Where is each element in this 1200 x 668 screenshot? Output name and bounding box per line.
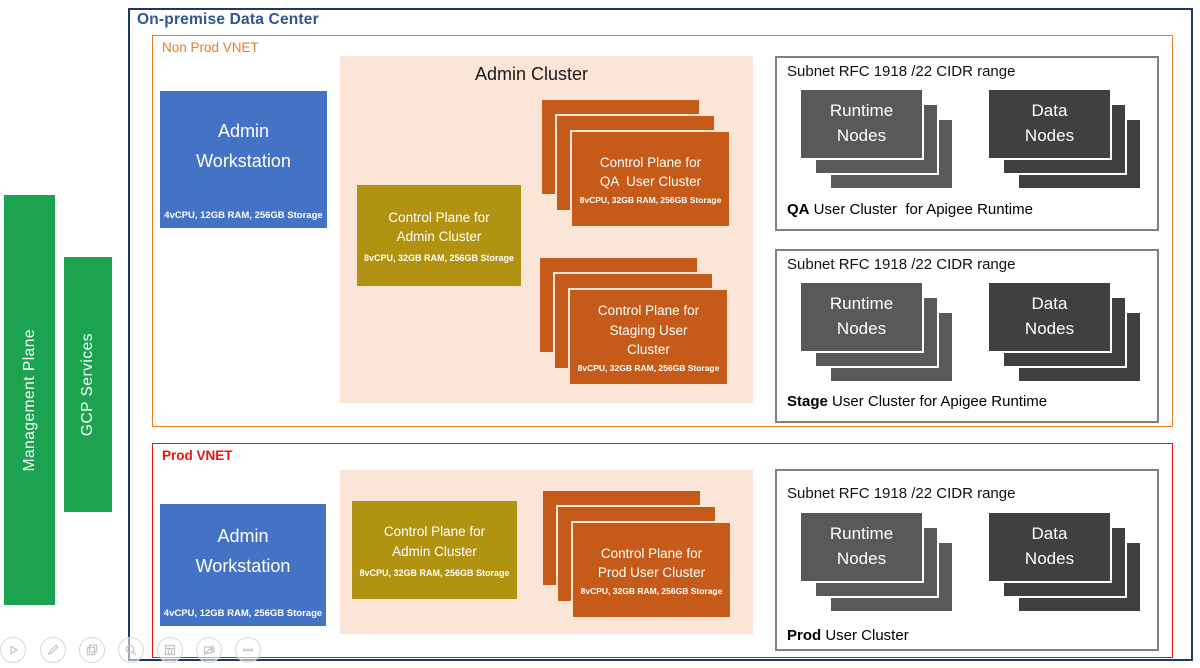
- cp-title-line1: Control Plane for: [599, 154, 702, 170]
- play-icon[interactable]: [0, 637, 26, 663]
- cp-staging-user-cluster-front: Control Plane for Staging User Cluster 8…: [568, 288, 729, 386]
- video-off-icon[interactable]: [196, 637, 222, 663]
- pencil-icon[interactable]: [40, 637, 66, 663]
- non-prod-vnet-box: Non Prod VNET Admin Workstation 4vCPU, 1…: [152, 35, 1173, 427]
- data-nodes-stack: Data Nodes: [987, 281, 1143, 385]
- runtime-nodes-label: Runtime Nodes: [829, 101, 894, 145]
- gcp-services-label: GCP Services: [79, 332, 96, 437]
- runtime-nodes-stack: Runtime Nodes: [799, 88, 955, 192]
- cp-spec: 8vCPU, 32GB RAM, 256GB Storage: [363, 253, 515, 264]
- gcp-services-bar: GCP Services: [64, 257, 112, 512]
- cp-qa-user-cluster-stack: Control Plane for QA User Cluster 8vCPU,…: [540, 98, 731, 228]
- admin-workstation-title: Admin Workstation: [195, 526, 291, 576]
- runtime-nodes-front: Runtime Nodes: [799, 511, 924, 583]
- data-nodes-front: Data Nodes: [987, 88, 1112, 160]
- cp-prod-user-cluster-front: Control Plane for Prod User Cluster 8vCP…: [571, 521, 732, 619]
- admin-workstation-title-wrap: Admin Workstation: [160, 504, 326, 600]
- zoom-icon[interactable]: [118, 637, 144, 663]
- subnet-caption-bold: QA: [787, 201, 810, 218]
- admin-workstation-spec: 4vCPU, 12GB RAM, 256GB Storage: [164, 210, 323, 221]
- prod-subnet-box: Subnet RFC 1918 /22 CIDR range Runtime N…: [775, 469, 1159, 651]
- cp-title-line2: Admin Cluster: [392, 543, 477, 559]
- cp-prod-user-cluster-stack: Control Plane for Prod User Cluster 8vCP…: [541, 489, 732, 619]
- runtime-nodes-front: Runtime Nodes: [799, 88, 924, 160]
- admin-cluster-title: Admin Cluster: [474, 64, 589, 84]
- cp-spec: 8vCPU, 32GB RAM, 256GB Storage: [579, 195, 722, 206]
- runtime-nodes-stack: Runtime Nodes: [799, 511, 955, 615]
- management-plane-label: Management Plane: [20, 328, 38, 472]
- subnet-title: Subnet RFC 1918 /22 CIDR range: [787, 256, 1016, 273]
- subnet-caption: Stage User Cluster for Apigee Runtime: [787, 393, 1047, 410]
- admin-workstation-title: Admin Workstation: [196, 120, 291, 171]
- cp-qa-user-cluster-front: Control Plane for QA User Cluster 8vCPU,…: [570, 130, 731, 228]
- cp-admin-cluster-prod: Control Plane for Admin Cluster 8vCPU, 3…: [352, 501, 517, 599]
- data-nodes-label: Data Nodes: [1024, 101, 1075, 145]
- qa-subnet-box: Subnet RFC 1918 /22 CIDR range Runtime N…: [775, 56, 1159, 231]
- cp-title-line2: QA User Cluster: [599, 174, 702, 190]
- cp-title-line1: Control Plane for: [388, 209, 490, 225]
- subnet-title: Subnet RFC 1918 /22 CIDR range: [787, 485, 1016, 502]
- copy-icon[interactable]: [79, 637, 105, 663]
- data-nodes-front: Data Nodes: [987, 281, 1112, 353]
- cp-title-line2: Staging User Cluster: [609, 322, 692, 357]
- grid-icon[interactable]: [157, 637, 183, 663]
- runtime-nodes-label: Runtime Nodes: [829, 294, 894, 338]
- cp-title-line1: Control Plane for: [383, 524, 486, 540]
- more-icon[interactable]: [235, 637, 261, 663]
- subnet-caption-rest: User Cluster: [821, 627, 909, 644]
- cp-title-line2: Prod User Cluster: [597, 565, 706, 581]
- prod-vnet-box: Prod VNET Admin Workstation 4vCPU, 12GB …: [152, 443, 1173, 658]
- subnet-caption-rest: User Cluster for Apigee Runtime: [809, 201, 1033, 218]
- admin-workstation-prod: Admin Workstation 4vCPU, 12GB RAM, 256GB…: [160, 504, 326, 626]
- prod-vnet-label: Prod VNET: [162, 448, 233, 463]
- subnet-caption: QA User Cluster for Apigee Runtime: [787, 201, 1033, 218]
- data-nodes-stack: Data Nodes: [987, 511, 1143, 615]
- data-nodes-stack: Data Nodes: [987, 88, 1143, 192]
- admin-workstation-nonprod: Admin Workstation 4vCPU, 12GB RAM, 256GB…: [160, 91, 327, 228]
- subnet-caption: Prod User Cluster: [787, 627, 909, 644]
- cp-admin-cluster-nonprod: Control Plane for Admin Cluster 8vCPU, 3…: [357, 185, 521, 286]
- on-premise-data-center-box: On-premise Data Center Non Prod VNET Adm…: [128, 8, 1193, 661]
- admin-workstation-spec: 4vCPU, 12GB RAM, 256GB Storage: [163, 608, 323, 619]
- data-nodes-label: Data Nodes: [1024, 524, 1075, 568]
- admin-workstation-title-wrap: Admin Workstation: [160, 91, 327, 202]
- cp-spec: 8vCPU, 32GB RAM, 256GB Storage: [577, 362, 720, 373]
- subnet-caption-bold: Prod: [787, 627, 822, 644]
- data-nodes-label: Data Nodes: [1024, 294, 1075, 338]
- cp-spec: 8vCPU, 32GB RAM, 256GB Storage: [580, 586, 723, 597]
- data-nodes-front: Data Nodes: [987, 511, 1112, 583]
- stage-subnet-box: Subnet RFC 1918 /22 CIDR range Runtime N…: [775, 249, 1159, 423]
- runtime-nodes-label: Runtime Nodes: [829, 524, 894, 568]
- subnet-title: Subnet RFC 1918 /22 CIDR range: [787, 63, 1016, 80]
- subnet-caption-bold: Stage: [787, 393, 828, 410]
- cp-title-line1: Control Plane for: [600, 545, 703, 561]
- subnet-caption-rest: User Cluster for Apigee Runtime: [827, 393, 1048, 410]
- cp-spec: 8vCPU, 32GB RAM, 256GB Storage: [359, 567, 510, 578]
- cp-staging-user-cluster-stack: Control Plane for Staging User Cluster 8…: [538, 256, 729, 386]
- runtime-nodes-stack: Runtime Nodes: [799, 281, 955, 385]
- page-title: On-premise Data Center: [137, 11, 319, 28]
- runtime-nodes-front: Runtime Nodes: [799, 281, 924, 353]
- cp-title-line1: Control Plane for: [597, 303, 700, 319]
- non-prod-vnet-label: Non Prod VNET: [162, 40, 259, 55]
- management-plane-bar: Management Plane: [4, 195, 55, 605]
- cp-title-line2: Admin Cluster: [396, 229, 482, 245]
